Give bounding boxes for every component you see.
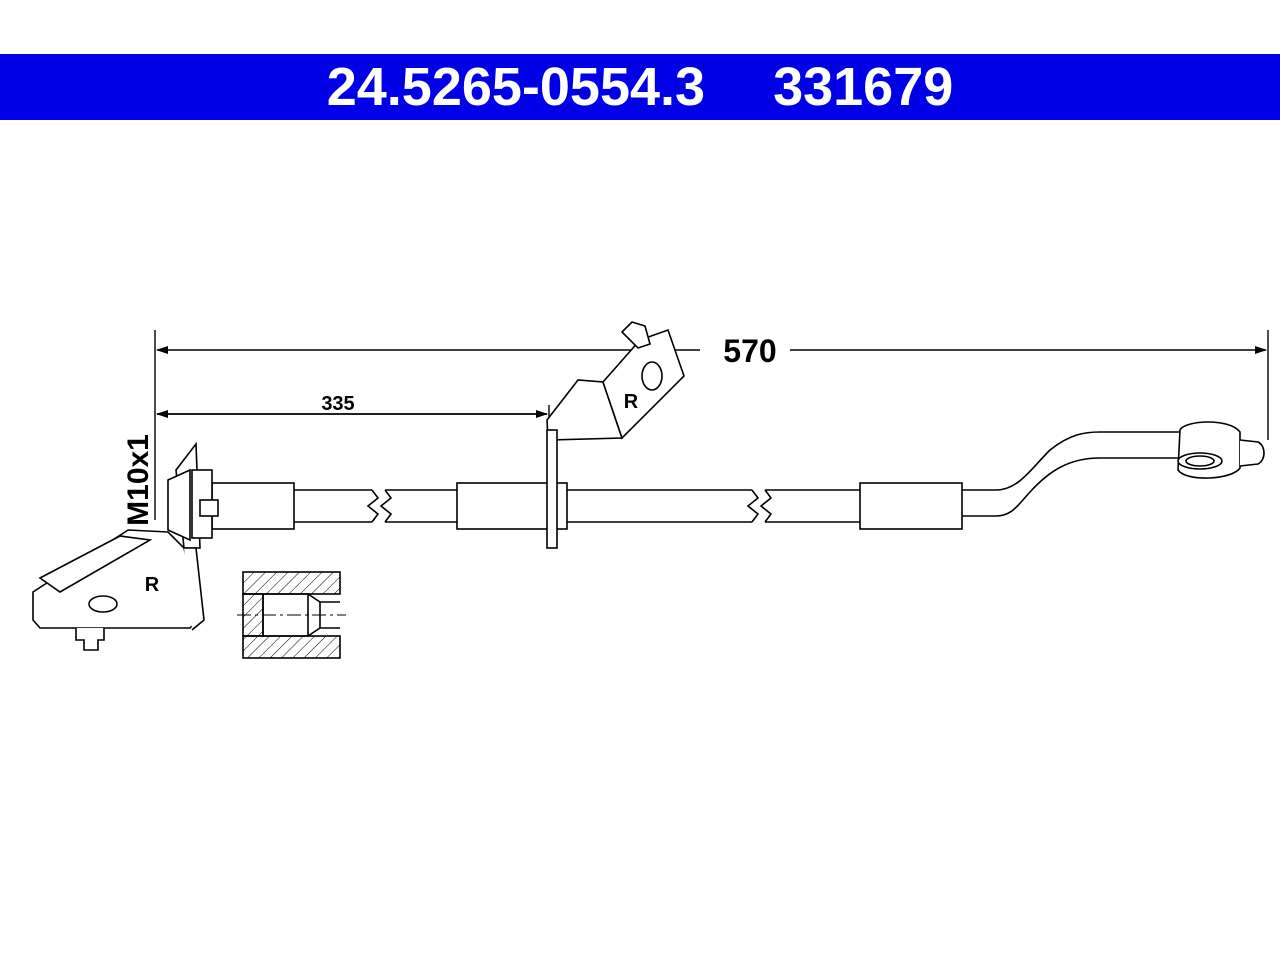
- brake-hose: [211, 431, 1180, 530]
- dimension-overall: [154, 330, 1269, 520]
- bracket-hole-left: [88, 595, 118, 613]
- brake-pipe-upper: [962, 431, 1180, 491]
- bracket-left-label: R: [145, 574, 160, 596]
- header-bar: 24.5265-0554.3 331679: [0, 54, 1280, 120]
- thread-label: M10x1: [122, 434, 155, 526]
- banjo-fitting: [1177, 421, 1265, 479]
- left-ferrule: [211, 482, 295, 530]
- dimension-bracket-label: 335: [321, 393, 354, 415]
- left-fitting: [167, 441, 219, 549]
- right-ferrule: [859, 482, 963, 530]
- break-mark-1: [366, 489, 380, 523]
- section-detail: [237, 571, 346, 659]
- break-mark-2: [746, 489, 760, 523]
- bracket-plate: [546, 429, 558, 549]
- reference-number: 331679: [773, 57, 954, 117]
- center-bracket: [546, 321, 685, 549]
- brake-pipe-lower: [962, 457, 1180, 517]
- dimension-overall-label: 570: [723, 333, 776, 369]
- part-number: 24.5265-0554.3: [326, 57, 706, 117]
- bracket-center-label: R: [624, 391, 639, 413]
- left-bracket: [32, 529, 205, 651]
- bracket-hole-center: [641, 361, 663, 391]
